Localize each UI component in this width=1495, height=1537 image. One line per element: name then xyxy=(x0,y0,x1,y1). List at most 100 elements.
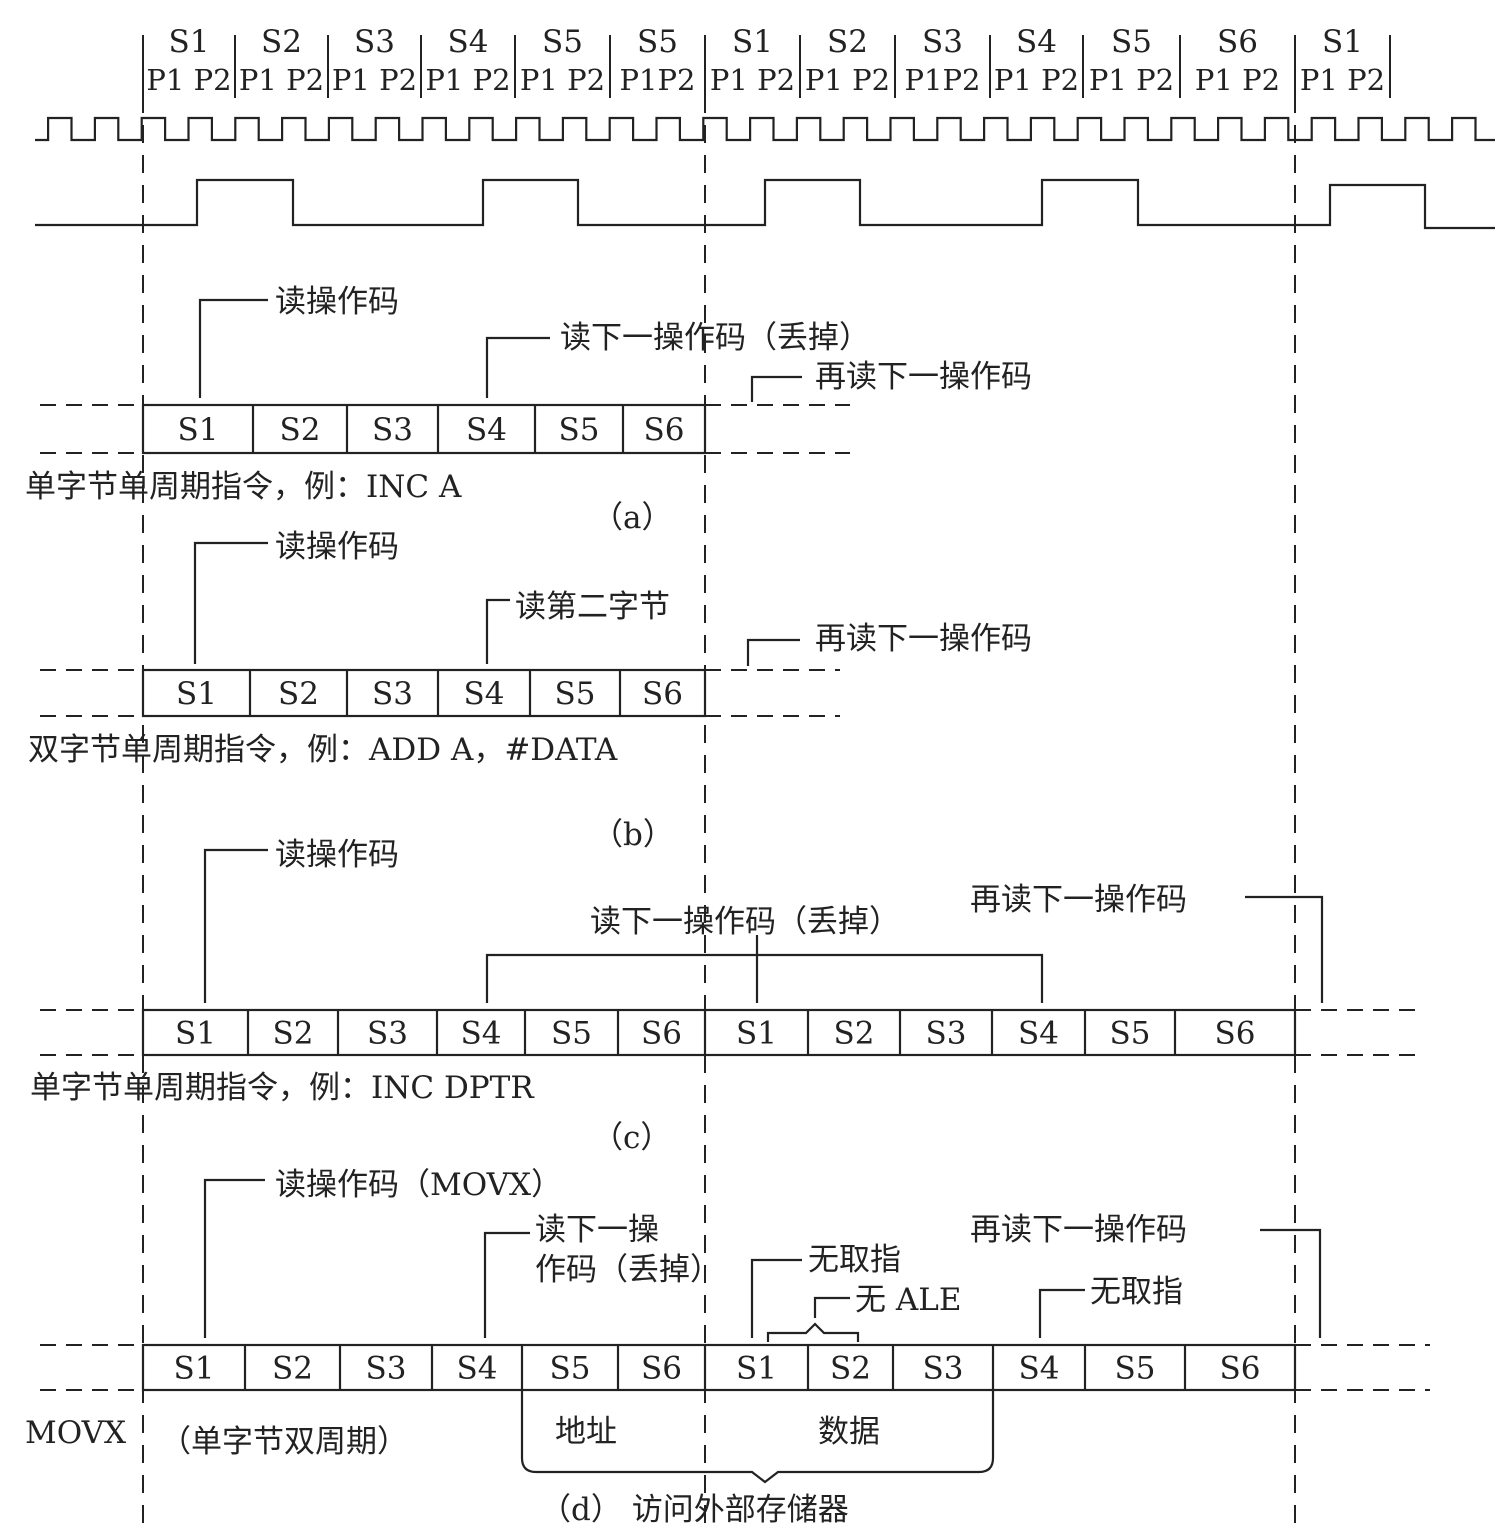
state-cell: S2 xyxy=(273,1016,314,1052)
phase-label: P1 P2 xyxy=(520,63,605,97)
d-read-next-line1: 读下一操 xyxy=(535,1212,659,1248)
state-cell: S1 xyxy=(175,1016,216,1052)
phase-label: P1 P2 xyxy=(332,63,417,97)
cycle-box xyxy=(141,1343,1297,1392)
b-reread-label: 再读下一操作码 xyxy=(815,621,1032,657)
d-reread-label: 再读下一操作码 xyxy=(970,1212,1187,1248)
d-no-fetch-2-arrow xyxy=(1038,1288,1085,1338)
c-read-opcode-arrow xyxy=(203,848,268,1003)
d-no-ale-arrow xyxy=(813,1296,850,1318)
d-memory-access-brace xyxy=(520,1390,995,1484)
cycle-box xyxy=(141,668,707,718)
b-reread-arrow xyxy=(746,638,800,666)
phase-label: P1 P2 xyxy=(1089,63,1174,97)
phase-label: P1P2 xyxy=(905,63,981,97)
state-cell: S1 xyxy=(174,1351,215,1387)
d-no-fetch-1-arrow xyxy=(750,1258,802,1338)
phase-label: P1 P2 xyxy=(425,63,510,97)
b-read-opcode-arrow xyxy=(193,541,268,664)
state-label: S1 xyxy=(1322,24,1363,60)
state-cell: S6 xyxy=(641,1016,682,1052)
c-read-next-label: 读下一操作码（丢掉） xyxy=(590,904,900,940)
c-reread-label: 再读下一操作码 xyxy=(970,882,1187,918)
state-label: S5 xyxy=(1111,24,1152,60)
state-cell: S2 xyxy=(278,676,319,712)
clock-waveform xyxy=(35,116,1495,142)
d-no-fetch-2-label: 无取指 xyxy=(1090,1274,1183,1310)
state-cell: S5 xyxy=(1115,1351,1156,1387)
c-label: （c） xyxy=(592,1120,671,1156)
state-cell: S3 xyxy=(923,1351,964,1387)
d-instr-label: MOVX xyxy=(25,1415,126,1451)
a-reread-arrow xyxy=(750,375,802,402)
b-read-opcode-label: 读操作码 xyxy=(275,529,399,565)
state-label: S4 xyxy=(448,24,489,60)
state-label: S2 xyxy=(261,24,302,60)
state-cell: S4 xyxy=(464,676,505,712)
a-read-opcode-arrow xyxy=(198,298,268,398)
cycle-box xyxy=(141,403,707,455)
d-read-opcode-arrow xyxy=(203,1178,265,1338)
b-caption: 双字节单周期指令，例：ADD A，#DATA xyxy=(28,732,618,768)
d-caption: （d） 访问外部存储器 xyxy=(540,1492,849,1528)
state-cell: S3 xyxy=(366,1351,407,1387)
state-label: S4 xyxy=(1016,24,1057,60)
d-no-ale-label: 无 ALE xyxy=(855,1282,961,1318)
c-reread-arrow xyxy=(1245,895,1324,1003)
b-read-second-arrow xyxy=(485,598,510,664)
state-cell: S4 xyxy=(1018,1016,1059,1052)
state-cell: S3 xyxy=(372,412,413,448)
state-cell: S5 xyxy=(550,1351,591,1387)
state-cell: S1 xyxy=(736,1016,777,1052)
state-label: S3 xyxy=(354,24,395,60)
state-cell: S2 xyxy=(830,1351,871,1387)
state-label: S2 xyxy=(827,24,868,60)
state-label: S5 xyxy=(542,24,583,60)
cycle-box xyxy=(141,1008,1297,1057)
state-cell: S4 xyxy=(466,412,507,448)
d-instr-desc: （单字节双周期） xyxy=(160,1424,408,1460)
state-cell: S3 xyxy=(372,676,413,712)
d-read-next-arrow xyxy=(483,1231,530,1338)
a-reread-label: 再读下一操作码 xyxy=(815,359,1032,395)
state-cell: S6 xyxy=(1220,1351,1261,1387)
d-read-opcode-label: 读操作码（MOVX） xyxy=(275,1167,562,1203)
state-cell: S2 xyxy=(834,1016,875,1052)
b-read-second-label: 读第二字节 xyxy=(515,589,670,625)
state-cell: S2 xyxy=(280,412,321,448)
state-label: S5 xyxy=(637,24,678,60)
state-cell: S6 xyxy=(641,1351,682,1387)
phase-label: P1 P2 xyxy=(710,63,795,97)
state-cell: S5 xyxy=(1110,1016,1151,1052)
row-d: S1 S2 S3 S4 S5 S6 S1 S2 S3 S4 S5 S6 xyxy=(40,1343,1430,1392)
state-cell: S4 xyxy=(457,1351,498,1387)
d-data-label: 数据 xyxy=(818,1414,880,1450)
state-label: S3 xyxy=(922,24,963,60)
a-caption: 单字节单周期指令，例：INC A xyxy=(25,469,462,505)
phase-label: P1 P2 xyxy=(1300,63,1385,97)
d-reread-arrow xyxy=(1260,1228,1322,1338)
d-address-label: 地址 xyxy=(555,1414,617,1450)
ale-waveform xyxy=(35,178,1495,230)
phase-label: P1P2 xyxy=(620,63,696,97)
state-cell: S2 xyxy=(272,1351,313,1387)
state-cell: S3 xyxy=(926,1016,967,1052)
state-label: S6 xyxy=(1217,24,1258,60)
state-cell: S4 xyxy=(1019,1351,1060,1387)
state-cell: S5 xyxy=(559,412,600,448)
d-no-ale-brace xyxy=(766,1322,860,1342)
a-read-opcode-label: 读操作码 xyxy=(275,284,399,320)
state-cell: S1 xyxy=(736,1351,777,1387)
a-read-next-label: 读下一操作码（丢掉） xyxy=(560,320,870,356)
state-label: S1 xyxy=(732,24,773,60)
phase-label: P1 P2 xyxy=(1195,63,1280,97)
d-no-fetch-1-label: 无取指 xyxy=(808,1242,901,1278)
phase-label: P1 P2 xyxy=(239,63,324,97)
state-cell: S5 xyxy=(555,676,596,712)
state-cell: S5 xyxy=(551,1016,592,1052)
